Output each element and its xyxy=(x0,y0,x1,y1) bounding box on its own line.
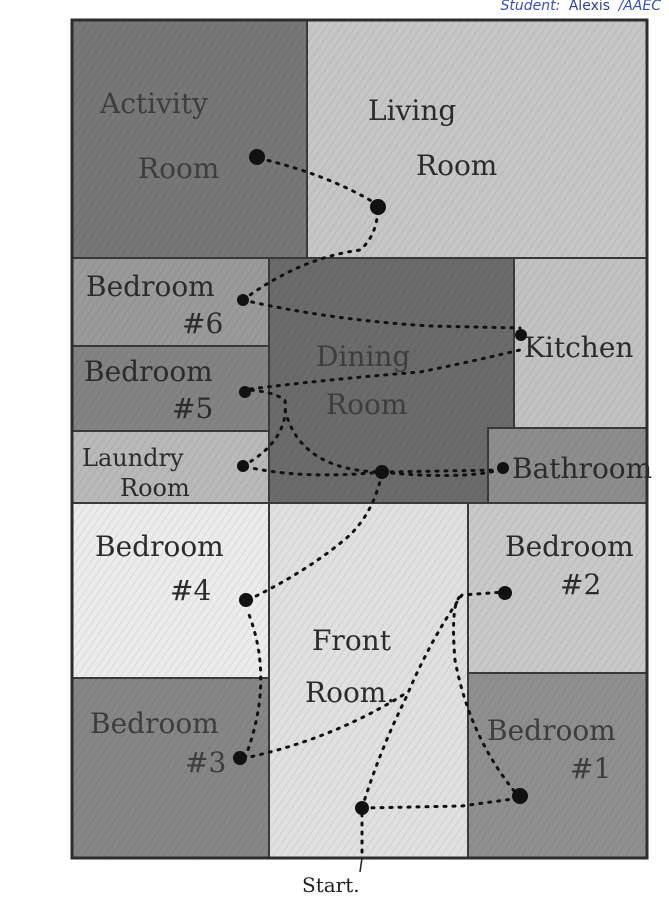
path-laundry xyxy=(241,464,384,477)
path-front-to-bedroom-3 xyxy=(243,693,405,760)
path-bedroom-5 xyxy=(241,348,522,468)
path-bedroom-4-to-dining xyxy=(246,470,384,602)
pencil-texture xyxy=(72,20,647,858)
path-bedroom-3-to-4 xyxy=(243,610,263,760)
student-label: Student: xyxy=(500,0,561,14)
stop-dining xyxy=(375,465,389,479)
stop-bedroom-6 xyxy=(237,294,249,306)
bedroom-6-label-1: Bedroom xyxy=(86,270,215,303)
bedroom-6-label-2: #6 xyxy=(182,307,223,340)
house-outline xyxy=(70,18,649,860)
bedroom-3-label-1: Bedroom xyxy=(90,707,219,740)
stop-bedroom-2 xyxy=(498,586,512,600)
stop-bedroom-5 xyxy=(239,386,251,398)
stop-activity xyxy=(249,149,265,165)
stop-living xyxy=(370,199,386,215)
front-room-label-2: Room. xyxy=(305,676,395,709)
dining-room-label-2: Room xyxy=(326,388,407,421)
living-room-label-2: Room xyxy=(416,149,497,182)
student-header: Student: Alexis /AAEC xyxy=(496,0,661,14)
stops xyxy=(233,149,528,815)
path-bedroom-1-loop xyxy=(452,593,522,800)
path-dining-swoop xyxy=(283,408,502,478)
front-room-label-1: Front xyxy=(312,624,392,657)
walk-path xyxy=(241,156,522,854)
start-tick xyxy=(359,857,363,873)
path-front-to-bedroom-2 xyxy=(360,590,507,810)
stop-bathroom xyxy=(497,462,509,474)
bedroom-1-label-1: Bedroom xyxy=(487,714,616,747)
start-label: Start. xyxy=(302,873,360,897)
path-bedroom-6 xyxy=(241,298,522,330)
path-start-to-bedroom-1 xyxy=(360,796,522,854)
kitchen-label: Kitchen xyxy=(524,331,633,364)
room-labels: Activity Room Living Room Bedroom #6 Bed… xyxy=(82,87,652,785)
laundry-room-label-2: Room xyxy=(120,474,190,502)
activity-room-label-1: Activity xyxy=(99,87,208,120)
bathroom-label: Bathroom xyxy=(512,452,652,485)
stop-kitchen xyxy=(515,329,527,341)
laundry-room-label-1: Laundry xyxy=(82,444,184,472)
path-to-living xyxy=(241,203,380,302)
bedroom-5-label-2: #5 xyxy=(172,392,213,425)
bedroom-2-label-1: Bedroom xyxy=(505,530,634,563)
bedroom-4-label-2: #4 xyxy=(170,574,211,607)
stop-bedroom-1 xyxy=(512,788,528,804)
activity-room-label-2: Room xyxy=(138,152,219,185)
bedroom-2-label-2: #2 xyxy=(560,568,601,601)
bedroom-4-label-1: Bedroom xyxy=(95,530,224,563)
bedroom-3-label-2: #3 xyxy=(185,746,226,779)
bedroom-5-label-1: Bedroom xyxy=(84,355,213,388)
path-dining-to-bathroom xyxy=(380,468,502,474)
bedroom-1-label-2: #1 xyxy=(570,752,611,785)
living-room-label-1: Living xyxy=(368,94,456,127)
stop-laundry xyxy=(237,460,249,472)
class-code: /AAEC xyxy=(618,0,662,14)
stop-start xyxy=(355,801,369,815)
student-name: Alexis xyxy=(568,0,611,14)
dining-room-label-1: Dining xyxy=(316,340,410,373)
stop-bedroom-4 xyxy=(239,593,253,607)
stop-bedroom-3 xyxy=(233,751,247,765)
